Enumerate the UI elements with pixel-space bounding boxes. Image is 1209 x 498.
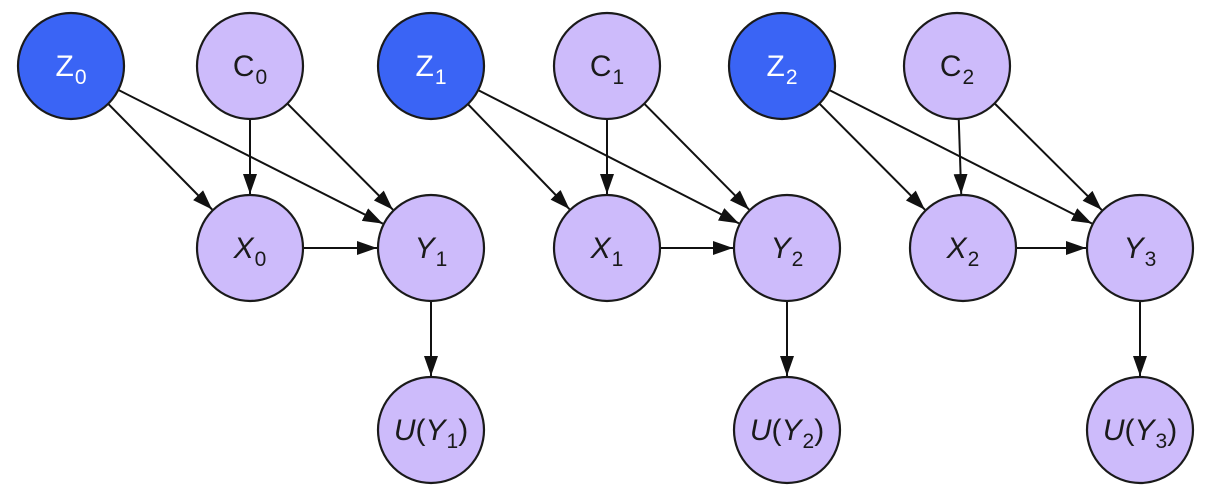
label-main: Y [781, 414, 803, 447]
label-subscript: 1 [612, 66, 624, 89]
node-label: Y3 [1124, 232, 1157, 271]
node-circle [376, 375, 486, 485]
node-label: C0 [233, 50, 267, 89]
label-subscript: 0 [255, 66, 267, 89]
node-x0: X0 [195, 193, 305, 303]
node-uy1: U(Y1) [376, 375, 486, 485]
label-subscript: 2 [786, 66, 798, 89]
node-label: C2 [940, 50, 974, 89]
node-label: U(Y1) [394, 414, 468, 453]
node-circle [732, 375, 842, 485]
label-main: Y [1124, 232, 1146, 265]
label-main: Y [425, 414, 447, 447]
label-main: C [590, 50, 612, 83]
edge-c1-to-y2 [643, 102, 750, 211]
node-z0: Z0 [16, 11, 126, 121]
node-uy2: U(Y2) [732, 375, 842, 485]
label-main: Y [415, 232, 437, 265]
label-subscript: 2 [962, 66, 974, 89]
label-subscript: 2 [803, 430, 815, 453]
label-paren-open: ( [771, 414, 781, 447]
label-prefix: U [1103, 414, 1125, 447]
node-label: X1 [590, 232, 624, 271]
label-paren-close: ) [458, 414, 468, 447]
node-circle [902, 11, 1012, 121]
node-circle [195, 193, 305, 303]
label-main: Z [55, 50, 73, 83]
node-circle [727, 11, 837, 121]
label-main: Z [415, 50, 433, 83]
label-paren-close: ) [1167, 414, 1177, 447]
node-label: U(Y3) [1103, 414, 1177, 453]
node-x1: X1 [552, 193, 662, 303]
label-main: X [590, 232, 612, 265]
node-label: U(Y2) [750, 414, 824, 453]
label-main: C [233, 50, 255, 83]
edge-z1-to-x1 [467, 103, 571, 210]
label-paren-open: ( [415, 414, 425, 447]
node-circle [732, 193, 842, 303]
node-circle [376, 193, 486, 303]
node-circle [552, 11, 662, 121]
node-z1: Z1 [376, 11, 486, 121]
label-subscript: 2 [792, 248, 804, 271]
edge-z1-to-y2 [477, 89, 740, 225]
label-paren-open: ( [1124, 414, 1134, 447]
node-y2: Y2 [732, 193, 842, 303]
node-uy3: U(Y3) [1085, 375, 1195, 485]
label-prefix: U [750, 414, 772, 447]
label-main: X [233, 232, 255, 265]
node-y1: Y1 [376, 193, 486, 303]
node-circle [1085, 193, 1195, 303]
label-subscript: 0 [75, 66, 87, 89]
node-label: Y2 [771, 232, 804, 271]
label-main: C [940, 50, 962, 83]
node-label: X2 [946, 232, 980, 271]
label-prefix: U [394, 414, 416, 447]
label-main: Z [766, 50, 784, 83]
label-subscript: 1 [447, 430, 459, 453]
edge-c2-to-y3 [993, 102, 1103, 211]
label-main: Y [1134, 414, 1156, 447]
label-main: Y [771, 232, 793, 265]
label-subscript: 3 [1156, 430, 1168, 453]
label-subscript: 1 [436, 248, 448, 271]
node-c1: C1 [552, 11, 662, 121]
node-label: X0 [233, 232, 267, 271]
node-y3: Y3 [1085, 193, 1195, 303]
label-subscript: 1 [612, 248, 624, 271]
node-c0: C0 [195, 11, 305, 121]
label-main: X [946, 232, 968, 265]
node-circle [552, 193, 662, 303]
label-subscript: 2 [968, 248, 980, 271]
node-x2: X2 [908, 193, 1018, 303]
node-circle [16, 11, 126, 121]
node-label: Y1 [415, 232, 448, 271]
node-c2: C2 [902, 11, 1012, 121]
edge-z2-to-x2 [818, 102, 926, 211]
node-label: C1 [590, 50, 624, 89]
edges-layer [107, 89, 1147, 376]
label-subscript: 1 [435, 66, 447, 89]
node-label: Z2 [766, 50, 797, 89]
label-paren-close: ) [814, 414, 824, 447]
node-label: Z0 [55, 50, 86, 89]
node-z2: Z2 [727, 11, 837, 121]
edge-z0-to-x0 [107, 103, 213, 211]
label-subscript: 0 [255, 248, 267, 271]
node-label: Z1 [415, 50, 446, 89]
edge-c2-to-x2 [953, 118, 968, 195]
edge-c0-to-y1 [286, 102, 394, 211]
label-subscript: 3 [1145, 248, 1157, 271]
node-circle [908, 193, 1018, 303]
node-circle [195, 11, 305, 121]
node-circle [1085, 375, 1195, 485]
node-circle [376, 11, 486, 121]
